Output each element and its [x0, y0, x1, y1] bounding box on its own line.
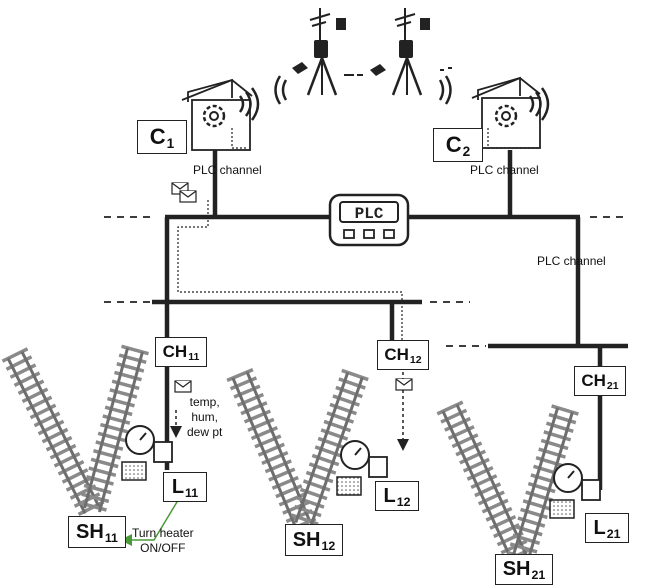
weather-station-icon-1 — [274, 8, 363, 105]
controller-c2-house-icon — [471, 76, 550, 149]
controller-c1-house-icon — [181, 78, 260, 151]
plc-channel-label-right: PLC channel — [537, 254, 606, 268]
heater-command-arrow — [120, 496, 181, 546]
measurement-hum: hum, — [191, 410, 219, 424]
heater-command-label: Turn heater ON/OFF — [132, 526, 194, 556]
plc-label: PLC — [355, 205, 384, 223]
heater-command-line2: ON/OFF — [140, 541, 186, 555]
measurement-temp: temp, — [189, 395, 220, 409]
measurement-dew-pt: dew pt — [187, 425, 223, 439]
weather-station-icon-2 — [370, 8, 452, 105]
plc-channel-label-c1: PLC channel — [193, 163, 262, 177]
measurements-label: temp, hum, dew pt — [187, 395, 222, 440]
sensor-gauge-icon — [121, 425, 601, 519]
heater-command-line1: Turn heater — [132, 526, 194, 540]
plc-bus-lines — [104, 150, 628, 490]
railway-switch-icon — [1, 344, 579, 564]
plc-device: PLC — [328, 193, 410, 247]
envelope-icon — [171, 182, 413, 393]
plc-channel-label-c2: PLC channel — [470, 163, 539, 177]
